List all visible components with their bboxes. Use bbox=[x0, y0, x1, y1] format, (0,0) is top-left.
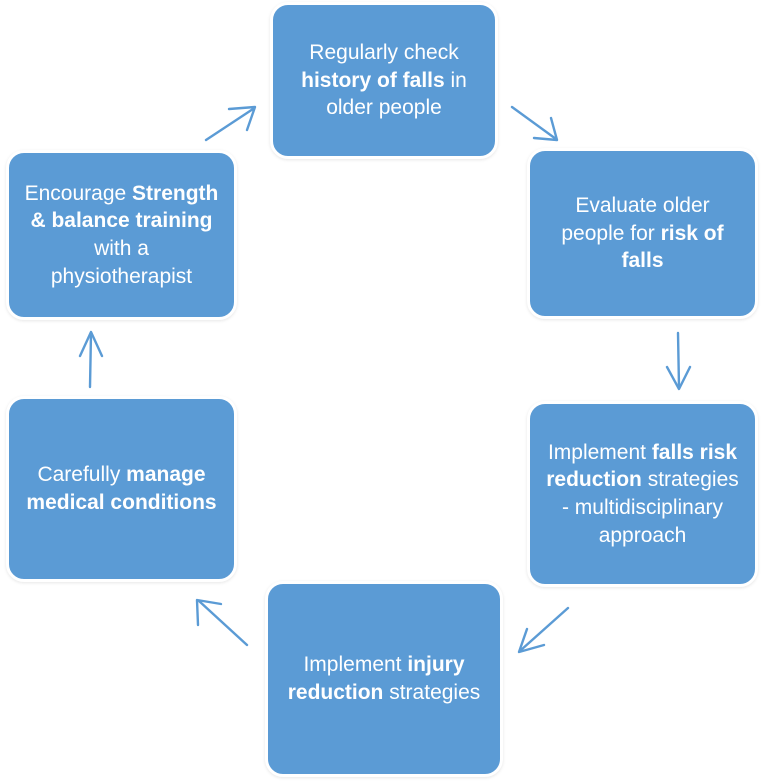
arrow-risk-to-falls-risk-reduction bbox=[665, 331, 692, 391]
node-manage-medical-conditions[interactable]: Carefully manage medical conditions bbox=[6, 396, 237, 582]
arrow-injury-to-medical bbox=[195, 598, 249, 647]
node-label: Implement falls risk reduction strategie… bbox=[546, 440, 739, 547]
arrow-history-to-risk bbox=[510, 105, 559, 142]
node-falls-risk-reduction[interactable]: Implement falls risk reduction strategie… bbox=[527, 401, 758, 587]
node-risk-of-falls[interactable]: Evaluate older people for risk of falls bbox=[527, 148, 758, 319]
node-strength-balance-training[interactable]: Encourage Strength & balance training wi… bbox=[6, 150, 237, 320]
node-label: Implement injury reduction strategies bbox=[287, 653, 481, 704]
node-label: Encourage Strength & balance training wi… bbox=[24, 181, 219, 288]
arrow-falls-risk-to-injury bbox=[517, 606, 570, 654]
arrow-medical-to-strength bbox=[78, 330, 104, 389]
node-label: Regularly check history of falls in olde… bbox=[301, 40, 467, 120]
node-label: Carefully manage medical conditions bbox=[26, 463, 217, 514]
node-label: Evaluate older people for risk of falls bbox=[561, 193, 724, 273]
node-injury-reduction[interactable]: Implement injury reduction strategies bbox=[265, 581, 503, 777]
arrow-strength-to-history bbox=[204, 105, 257, 142]
node-history-of-falls[interactable]: Regularly check history of falls in olde… bbox=[270, 2, 498, 159]
